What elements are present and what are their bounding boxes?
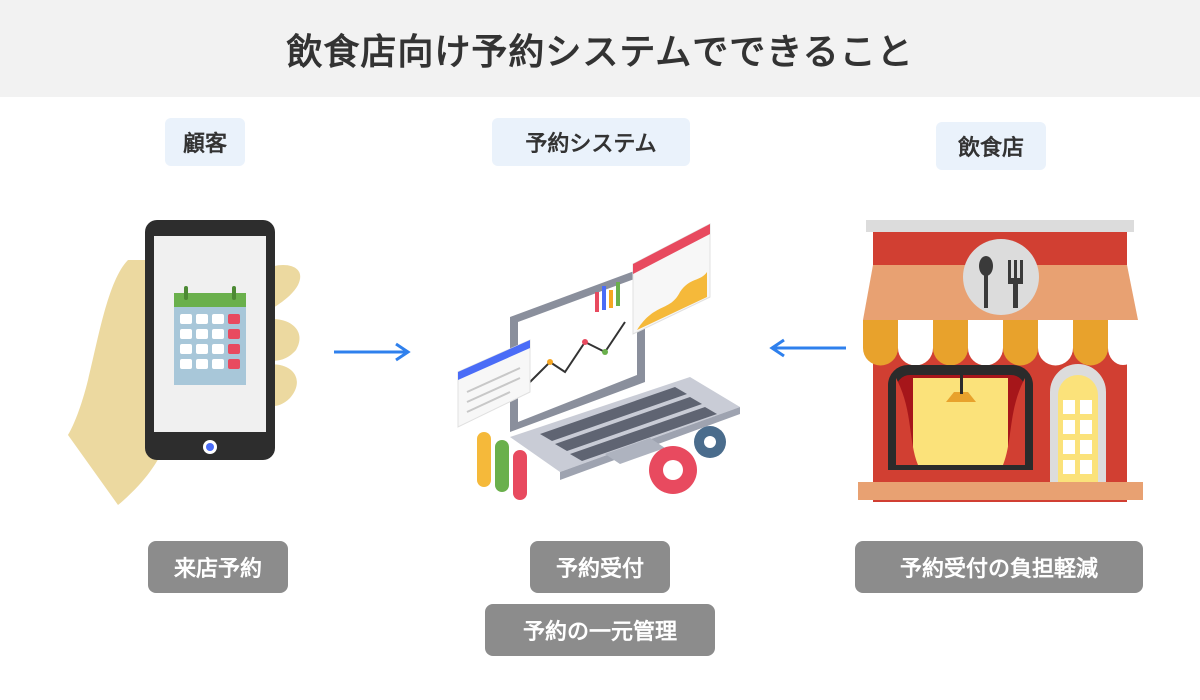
restaurant-label: 飲食店 xyxy=(936,122,1046,170)
system-item-0: 予約受付 xyxy=(530,541,670,593)
title-bar: 飲食店向け予約システムでできること xyxy=(0,0,1200,97)
restaurant-item-0: 予約受付の負担軽減 xyxy=(855,541,1143,593)
laptop-dashboard-icon xyxy=(457,223,740,500)
arrow-right-icon xyxy=(334,342,411,362)
customer-label: 顧客 xyxy=(165,118,245,166)
phone-in-hand-calendar-icon xyxy=(68,220,301,505)
restaurant-storefront-icon xyxy=(858,220,1143,502)
arrow-left-icon xyxy=(769,338,846,358)
customer-item-0: 来店予約 xyxy=(148,541,288,593)
system-item-1: 予約の一元管理 xyxy=(485,604,715,656)
system-label: 予約システム xyxy=(492,118,690,166)
page-title: 飲食店向け予約システムでできること xyxy=(286,31,914,73)
